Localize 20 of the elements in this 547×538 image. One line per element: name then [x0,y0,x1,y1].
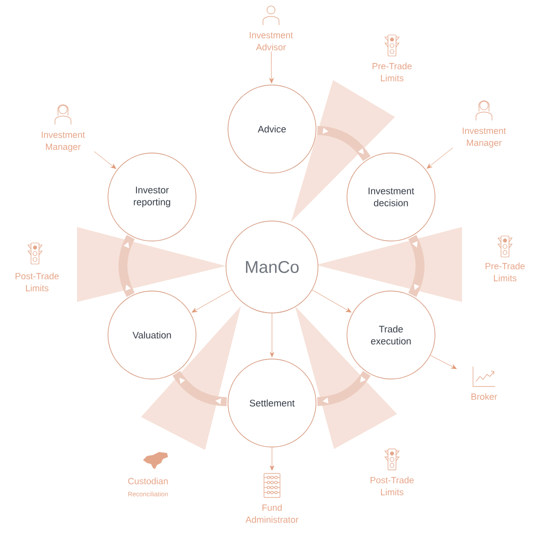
cycle-arrow [408,235,425,297]
cycle-arrow [317,370,371,406]
actor-label: Post-Trade Limits [16,272,59,292]
actor-label: Broker [471,366,498,400]
cycle-arrow [172,370,227,406]
arrow [269,51,274,84]
arrow [270,447,274,471]
arrow [312,290,352,312]
arrow [94,151,116,169]
arrow [430,355,457,369]
actor-label: Custodian [128,478,168,484]
actor-label: Post-Trade Limits [370,476,414,496]
actor-label: Pre-Trade Limits [486,262,525,282]
actor-label: Fund Administrator [246,473,298,523]
arrow [426,148,454,169]
arrow [270,313,274,358]
cycle-arrow [118,235,135,297]
actor-label: Pre-Trade Limits [372,62,412,82]
cycle-arrow [317,126,371,162]
arrow [192,290,232,313]
